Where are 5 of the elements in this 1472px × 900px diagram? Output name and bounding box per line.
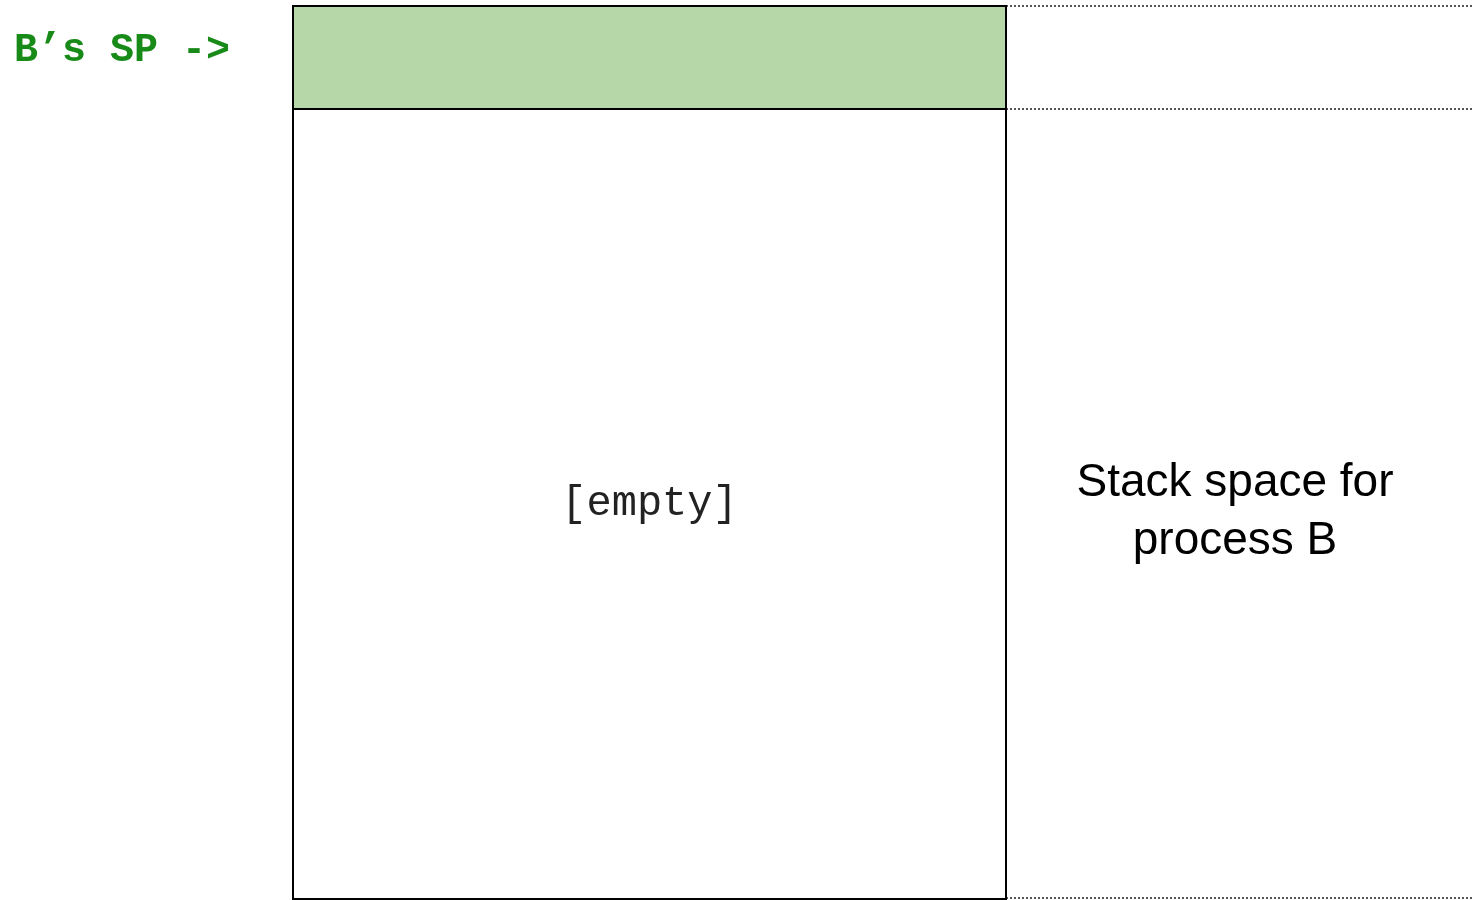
- region-caption: Stack space for process B: [1075, 453, 1395, 566]
- memory-block: [292, 5, 1007, 110]
- stack-pointer-label: B’s SP ->: [14, 28, 232, 73]
- stack-region: [292, 108, 1007, 900]
- region-label: [empty]: [561, 480, 738, 528]
